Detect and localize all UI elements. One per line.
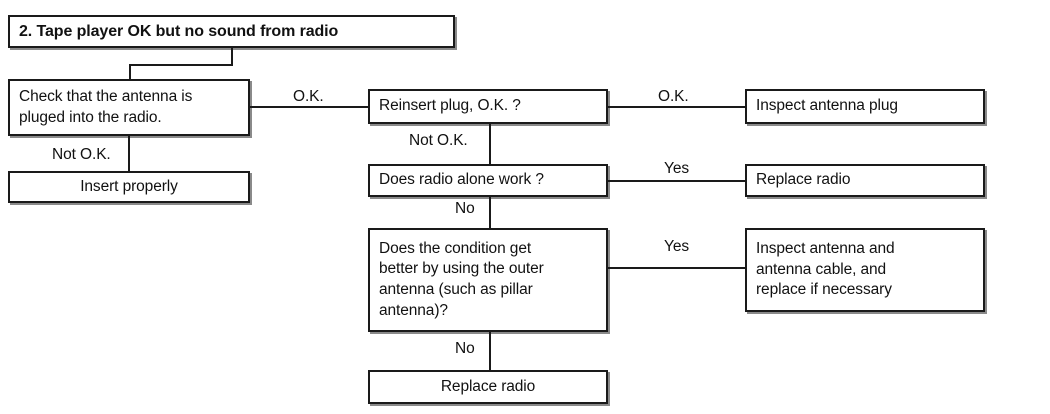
- edge-label-reinsert-ok: O.K.: [658, 88, 689, 105]
- node-reinsert-plug: Reinsert plug, O.K. ?: [368, 89, 608, 124]
- edge-label-radio-yes: Yes: [664, 160, 689, 177]
- edge-check-to-reinsert: [250, 106, 368, 108]
- node-inspect-antenna-plug: Inspect antenna plug: [745, 89, 985, 124]
- node-replace-radio-upper: Replace radio: [745, 164, 985, 197]
- edge-label-radio-no: No: [455, 200, 475, 217]
- edge-reinsert-to-inspect-plug: [608, 106, 745, 108]
- edge-outer-to-replace-bottom: [489, 332, 491, 370]
- edge-radio-alone-to-replace: [608, 180, 745, 182]
- node-check-antenna: Check that the antenna is pluged into th…: [8, 79, 250, 136]
- edge-title-across: [129, 64, 233, 66]
- node-inspect-antenna-cable-label: Inspect antenna and antenna cable, and r…: [756, 240, 895, 299]
- edge-outer-to-inspect-cable: [608, 267, 745, 269]
- node-check-antenna-label: Check that the antenna is pluged into th…: [19, 87, 193, 126]
- edge-reinsert-to-radio-alone: [489, 124, 491, 165]
- edge-label-check-not-ok: Not O.K.: [52, 146, 111, 163]
- edge-label-reinsert-not-ok: Not O.K.: [409, 132, 468, 149]
- edge-check-to-insert: [128, 136, 130, 172]
- edge-label-check-ok: O.K.: [293, 88, 324, 105]
- node-insert-properly: Insert properly: [8, 171, 250, 203]
- node-insert-properly-label: Insert properly: [80, 177, 178, 195]
- node-reinsert-plug-label: Reinsert plug, O.K. ?: [379, 97, 521, 115]
- node-replace-radio-bottom: Replace radio: [368, 370, 608, 404]
- node-inspect-antenna-plug-label: Inspect antenna plug: [756, 97, 898, 115]
- edge-title-into-check: [129, 64, 131, 80]
- node-outer-antenna: Does the condition get better by using t…: [368, 228, 608, 332]
- node-inspect-antenna-cable: Inspect antenna and antenna cable, and r…: [745, 228, 985, 312]
- node-replace-radio-bottom-label: Replace radio: [440, 377, 536, 395]
- node-radio-alone-label: Does radio alone work ?: [379, 171, 544, 189]
- node-title-box-label: 2. Tape player OK but no sound from radi…: [19, 22, 339, 40]
- node-outer-antenna-label: Does the condition get better by using t…: [379, 239, 544, 319]
- edge-title-down: [231, 48, 233, 66]
- node-title-box: 2. Tape player OK but no sound from radi…: [8, 15, 455, 48]
- edge-radio-alone-to-outer: [489, 197, 491, 229]
- edge-label-outer-yes: Yes: [664, 238, 689, 255]
- node-radio-alone: Does radio alone work ?: [368, 164, 608, 197]
- node-replace-radio-upper-label: Replace radio: [756, 171, 851, 189]
- edge-label-outer-no: No: [455, 340, 475, 357]
